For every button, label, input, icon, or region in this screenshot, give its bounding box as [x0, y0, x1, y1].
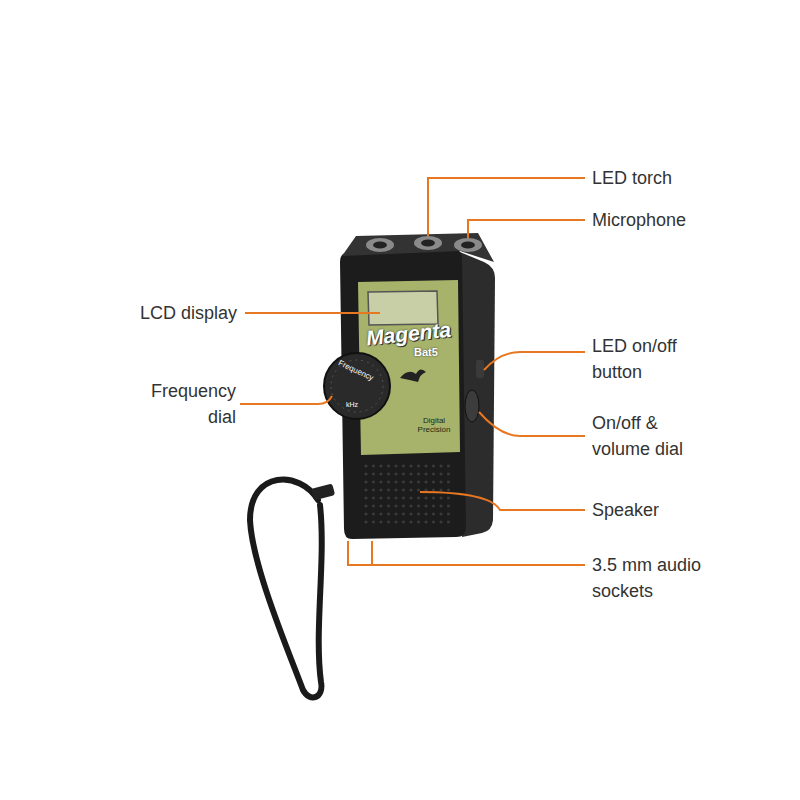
dial-unit: kHz [346, 401, 358, 408]
part-label: 3.5 mm audio sockets [592, 552, 732, 604]
lanyard-clip [311, 483, 335, 500]
part-label: LED on/off button [592, 333, 712, 385]
part-label: LED torch [592, 165, 752, 191]
brand-text: Magenta [365, 318, 452, 351]
part-label: Speaker [592, 497, 752, 523]
part-label: LCD display [80, 300, 237, 326]
bat-silhouette [400, 369, 426, 382]
speaker-grille [364, 464, 450, 523]
frequency-dial [324, 353, 390, 419]
lanyard-strap [250, 480, 322, 698]
part-label: On/off & volume dial [592, 410, 714, 462]
model-text: Bat5 [414, 346, 438, 358]
dial-text: Frequency [337, 358, 375, 382]
leader-lines [240, 178, 585, 565]
part-label: Frequency dial [126, 378, 236, 430]
led-button [476, 360, 484, 378]
device-top [342, 233, 494, 262]
top-knobs [366, 236, 482, 252]
panel-text: Digital Precision [414, 416, 454, 434]
part-label: Microphone [592, 207, 752, 233]
volume-dial [465, 390, 479, 422]
